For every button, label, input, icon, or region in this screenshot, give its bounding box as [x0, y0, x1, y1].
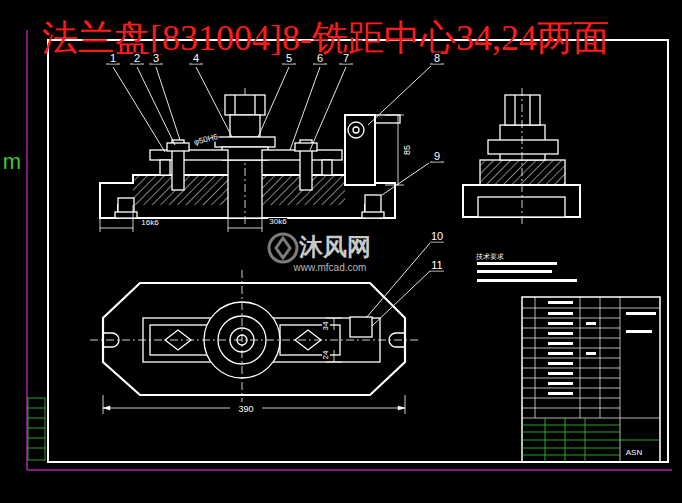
callout-number: 7 — [342, 53, 350, 64]
callout-number: 10 — [430, 231, 444, 242]
callout-number: 2 — [133, 53, 141, 64]
title-block-text: ASN — [625, 449, 643, 457]
callout-number: 8 — [433, 53, 441, 64]
callout-number: 5 — [285, 53, 293, 64]
dimension-text: 85 — [403, 144, 412, 156]
callout-number: 3 — [152, 53, 160, 64]
callout-number: 4 — [192, 53, 200, 64]
dimension-text: 30k6 — [268, 218, 287, 226]
dimension-text: 16k6 — [140, 219, 159, 227]
watermark: 沐风网 — [298, 235, 372, 259]
callout-number: 6 — [316, 53, 324, 64]
fragment-text: m — [2, 151, 22, 173]
callout-number: 1 — [109, 53, 117, 64]
requirements-heading: 技术要求 — [475, 253, 505, 260]
watermark-url: www.mfcad.com — [293, 263, 368, 273]
drawing-title: 法兰盘[831004]8-铣距中心34,24两面 — [42, 20, 609, 56]
callout-number: 11 — [430, 260, 443, 271]
callout-number: 9 — [433, 151, 441, 162]
dimension-text: 34 — [322, 321, 330, 332]
dimension-text: 24 — [322, 350, 330, 361]
dimension-text: 390 — [237, 405, 254, 414]
